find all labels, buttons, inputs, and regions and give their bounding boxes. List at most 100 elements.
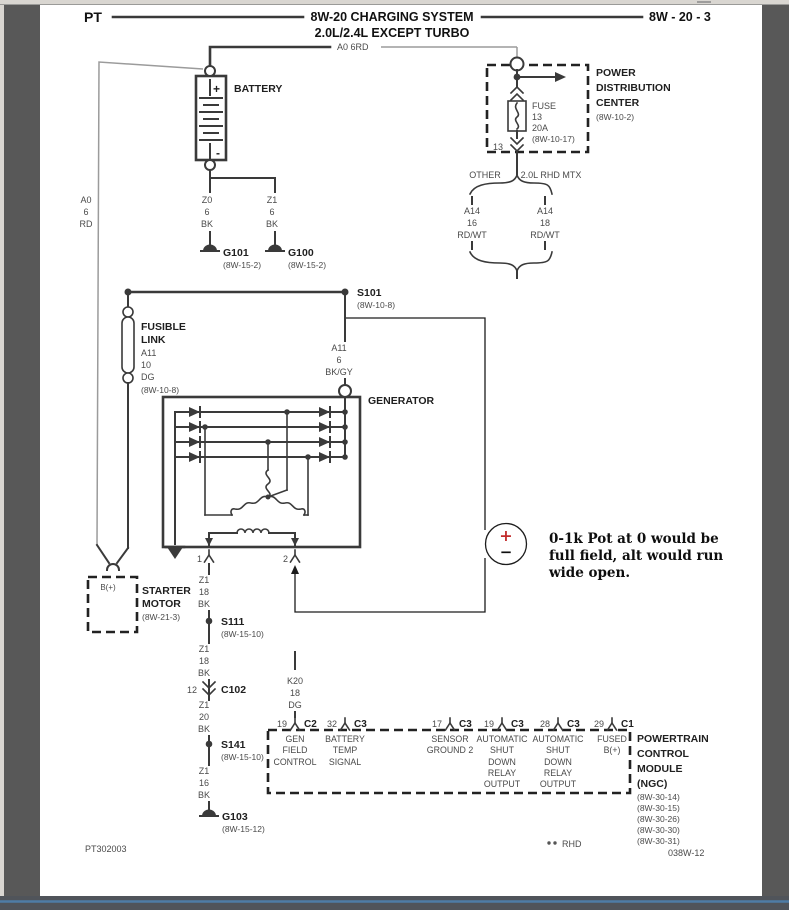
s101-label: S101	[357, 287, 382, 299]
fusible-label-1: FUSIBLE	[141, 321, 186, 333]
pcm-box	[266, 728, 632, 795]
pot-circle	[484, 522, 528, 566]
a14-right-3: RD/WT	[530, 230, 560, 240]
pdc-pin-label: 13	[493, 142, 503, 152]
chain-w3-2: 20	[199, 712, 209, 722]
starter-terminal-dome	[105, 563, 121, 572]
fusible-label-2: LINK	[141, 334, 166, 346]
annotation-line-3: wide open.	[548, 565, 630, 581]
powertrain-control-module: 19 C2 GEN FIELD CONTROL 32 C3 BATTERY TE…	[266, 717, 709, 846]
svg-text:GROUND 2: GROUND 2	[427, 745, 474, 755]
pot-wire-arrowhead	[291, 565, 299, 574]
pcm-name-block: POWERTRAIN CONTROL MODULE (NGC) (8W-30-1…	[637, 733, 709, 846]
branch-right-title: 2.0L RHD MTX	[521, 170, 582, 180]
g100-ref: (8W-15-2)	[288, 260, 326, 270]
fusible-body	[121, 316, 135, 374]
battery-plus-sign: +	[213, 82, 220, 96]
g101-label: G101	[223, 247, 249, 259]
svg-text:C1: C1	[621, 719, 634, 730]
g100-label: G100	[288, 247, 314, 259]
generator-ground	[164, 545, 186, 559]
annotation-line-2: full field, alt would run	[549, 548, 723, 564]
battery-positive-terminal	[204, 65, 216, 77]
pdc-ref: (8W-10-2)	[596, 112, 634, 122]
header-page-ref: 8W - 20 - 3	[649, 10, 711, 24]
pot-wire-bottom	[294, 558, 486, 613]
k20-wire: K20 18 DG	[287, 651, 303, 718]
wire-a0-left-run	[96, 61, 204, 546]
svg-text:OUTPUT: OUTPUT	[540, 779, 577, 789]
pcm-pin-batt-temp: 32 C3 BATTERY TEMP SIGNAL	[325, 717, 367, 767]
svg-text:CONTROL: CONTROL	[273, 757, 316, 767]
z0-label-2: 6	[204, 207, 209, 217]
svg-text:C2: C2	[304, 719, 317, 730]
battery-negative-terminal	[204, 159, 216, 171]
fusible-wire-3: DG	[141, 372, 155, 382]
pcm-pin-gen-field: 19 C2 GEN FIELD CONTROL	[273, 717, 317, 767]
generator-field-winding	[205, 528, 299, 546]
pcm-pin-sensor-ground: 17 C3 SENSOR GROUND 2	[427, 717, 474, 755]
s101-ref: (8W-10-8)	[357, 300, 395, 310]
pcm-pin-asd-1: 19 C3 AUTOMATIC SHUT DOWN RELAY OUTPUT	[477, 717, 529, 789]
pcm-pin-fused-b: 29 C1 FUSED B(+)	[594, 717, 634, 755]
svg-text:28: 28	[540, 719, 550, 729]
starter-name-2: MOTOR	[142, 598, 181, 610]
svg-text:(8W-30-15): (8W-30-15)	[637, 803, 680, 813]
chain-w2-2: 18	[199, 656, 209, 666]
header: PT 8W-20 CHARGING SYSTEM 8W - 20 - 3 2.0…	[84, 9, 711, 40]
c102-label: C102	[221, 684, 246, 696]
svg-text:AUTOMATIC: AUTOMATIC	[477, 734, 529, 744]
pot-plus-sign: +	[499, 526, 512, 545]
a11-label-1: A11	[331, 343, 346, 353]
chain-w4-2: 16	[199, 778, 209, 788]
s111-ref: (8W-15-10)	[221, 629, 264, 639]
battery-label: BATTERY	[234, 83, 282, 95]
battery-ground-split: Z0 6 BK Z1 6 BK G101 (8W-15-2) G100 (8W-…	[200, 169, 326, 270]
top-feed-wire: A0 6RD A0 6 RD	[80, 42, 518, 546]
svg-text:17: 17	[432, 719, 442, 729]
svg-text:RELAY: RELAY	[544, 768, 572, 778]
starter-name-1: STARTER	[142, 585, 191, 597]
a14-left-1: A14	[464, 206, 480, 216]
a14-right-2: 18	[540, 218, 550, 228]
battery: + - BATTERY	[194, 65, 282, 171]
annotation-line-1: 0-1k Pot at 0 would be	[549, 531, 719, 547]
svg-text:C3: C3	[511, 719, 524, 730]
rhd-dot-1	[547, 841, 551, 845]
starter-feed-right	[115, 546, 130, 565]
chain-w4-1: Z1	[199, 766, 210, 776]
svg-text:C3: C3	[354, 719, 367, 730]
pcm-pin-asd-2: 28 C3 AUTOMATIC SHUT DOWN RELAY OUTPUT	[533, 717, 584, 789]
svg-text:CONTROL: CONTROL	[637, 748, 689, 760]
left-gray-band	[4, 5, 40, 897]
header-subtitle: 2.0L/2.4L EXCEPT TURBO	[315, 26, 470, 40]
generator-box	[161, 395, 362, 549]
svg-text:B(+): B(+)	[604, 745, 621, 755]
pot-minus-sign: −	[500, 543, 513, 561]
pdc-name-2: DISTRIBUTION	[596, 82, 671, 94]
z1-label-2: 6	[269, 207, 274, 217]
pdc-branch-arrowhead	[555, 72, 566, 82]
c102-pin: 12	[187, 685, 197, 695]
pot-annotation: + − 0-1k Pot at 0 would be full field, a…	[291, 317, 723, 613]
chain-w3-3: BK	[198, 724, 210, 734]
svg-text:SENSOR: SENSOR	[431, 734, 468, 744]
svg-text:DOWN: DOWN	[488, 757, 516, 767]
svg-text:32: 32	[327, 719, 337, 729]
s111-dot	[205, 617, 213, 625]
fusible-wire-2: 10	[141, 360, 151, 370]
wire-a0-label-2: 6	[83, 207, 88, 217]
terminal-2-label: 2	[283, 554, 288, 564]
s141-ref: (8W-15-10)	[221, 752, 264, 762]
generator-rectifier	[174, 396, 348, 545]
s141-label: S141	[221, 739, 246, 751]
a14-right-1: A14	[537, 206, 553, 216]
z1-label-1: Z1	[267, 195, 278, 205]
svg-text:MODULE: MODULE	[637, 763, 683, 775]
variant-branch: OTHER 2.0L RHD MTX A14 16 RD/WT A14 18 R…	[457, 170, 582, 279]
left-light-strip	[0, 0, 4, 897]
fusible-ref: (8W-10-8)	[141, 385, 179, 395]
svg-text:19: 19	[484, 719, 494, 729]
